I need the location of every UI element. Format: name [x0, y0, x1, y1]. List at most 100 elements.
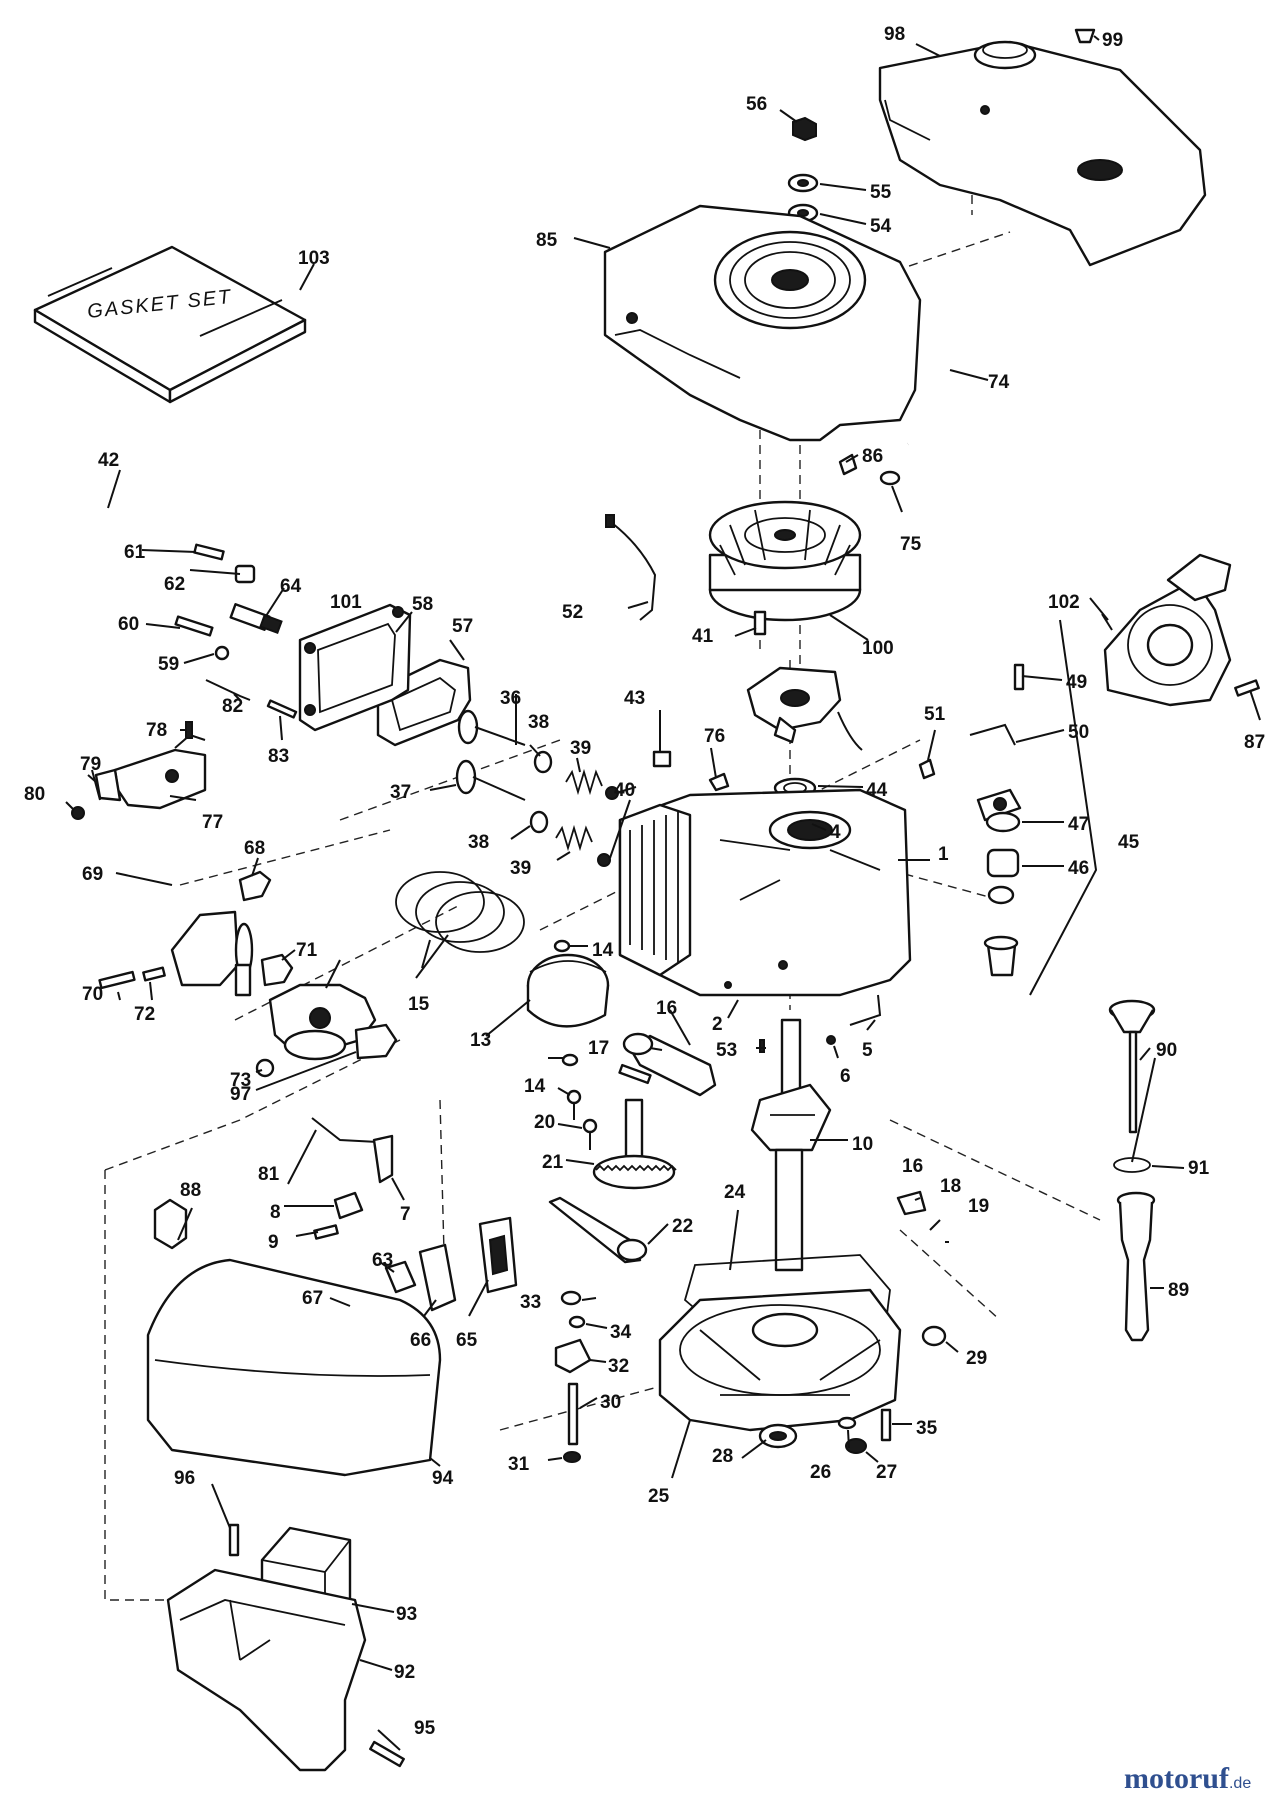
crankcase-base-25: [658, 1288, 902, 1432]
gasket-71-icon: [260, 953, 294, 987]
screw-35-icon: [880, 1408, 892, 1442]
callout-label: 93: [396, 1604, 417, 1625]
callout-label: 36: [500, 688, 521, 709]
gasket-65-icon: [478, 1216, 518, 1294]
screw-17-icon: [618, 1063, 652, 1085]
callout-label: 102: [1048, 592, 1080, 613]
control-bracket-77: [94, 733, 207, 810]
screw-41-icon: [753, 610, 767, 636]
callout-label: 8: [270, 1202, 281, 1223]
flywheel: [708, 500, 862, 622]
flange-45-icon: [976, 788, 1022, 822]
callout-label: 54: [870, 216, 892, 237]
callout-label: 33: [520, 1292, 541, 1313]
callout-label: 51: [924, 704, 946, 725]
callout-label: 79: [80, 754, 101, 775]
callout-label: 46: [1068, 858, 1089, 879]
callout-label: 38: [528, 712, 549, 733]
gasket-97-icon: [354, 1023, 398, 1060]
screw-80-icon: [71, 806, 85, 820]
callout-label: 4: [830, 822, 841, 843]
callout-label: 80: [24, 784, 45, 805]
callout-label: 47: [1068, 814, 1089, 835]
callout-label: 67: [302, 1288, 323, 1309]
callout-label: 63: [372, 1250, 393, 1271]
gasket-68-icon: [238, 870, 272, 902]
callout-label: 69: [82, 864, 103, 885]
screw-61-icon: [193, 543, 225, 561]
connecting-rod-16: [622, 1032, 717, 1097]
callout-label: 39: [570, 738, 591, 759]
callout-label: 78: [146, 720, 167, 741]
callout-label: 9: [268, 1232, 279, 1253]
gasket-88-icon: [153, 1198, 188, 1250]
callout-label: 81: [258, 1164, 280, 1185]
hose-clamp-75-icon: [879, 470, 901, 486]
carburetor-101: [268, 983, 377, 1061]
kill-wire-52: [605, 514, 657, 621]
seal-47-icon: [985, 811, 1021, 833]
callout-label: 29: [966, 1348, 987, 1369]
callout-label: 56: [746, 94, 767, 115]
watermark-name: motoruf: [1124, 1762, 1230, 1795]
callout-label: 55: [870, 182, 892, 203]
washer-55-icon: [787, 173, 819, 193]
tube-50: [969, 723, 1016, 746]
adapter-45-icon: [983, 935, 1019, 977]
link-81: [311, 1117, 379, 1143]
callout-label: 103: [298, 248, 330, 269]
callout-label: 94: [432, 1468, 454, 1489]
callout-label: 64: [280, 576, 302, 597]
valve-spring-39a-icon: [565, 768, 603, 796]
screw-60-icon: [174, 615, 214, 637]
recoil-starter-102: [1103, 553, 1232, 707]
bracket-7: [372, 1134, 394, 1184]
dipstick-90: [1108, 999, 1156, 1134]
clamp-8-icon: [333, 1191, 364, 1220]
callout-label: 100: [862, 638, 894, 659]
callout-label: 61: [124, 542, 146, 563]
callout-label: 14: [524, 1076, 546, 1097]
screw-49-icon: [1013, 663, 1025, 691]
nut-56-icon: [792, 116, 817, 142]
callout-label: 91: [1188, 1158, 1210, 1179]
callout-leaders: [65, 35, 1261, 1751]
oil-seal-28-icon: [758, 1423, 798, 1449]
plug-27-icon: [845, 1438, 867, 1454]
clip-14b-icon: [561, 1053, 579, 1067]
callout-label: 82: [222, 696, 243, 717]
callout-label: 43: [624, 688, 645, 709]
callout-label: 18: [940, 1176, 961, 1197]
cam-gear-21: [592, 1098, 677, 1190]
screw-72-icon: [142, 966, 166, 982]
callout-label: 58: [412, 594, 433, 615]
callout-label: 35: [916, 1418, 938, 1439]
callout-label: 90: [1156, 1040, 1177, 1061]
callout-label: 16: [656, 998, 677, 1019]
muffler-66-icon: [418, 1243, 457, 1312]
gasket-set-box: GASKET SET: [33, 245, 307, 404]
plug-29-icon: [921, 1325, 947, 1347]
grommet-46-icon: [986, 848, 1020, 878]
callout-label: 37: [390, 782, 411, 803]
cylinder-block: [618, 788, 912, 997]
callout-label: 98: [884, 24, 905, 45]
callout-label: 77: [202, 812, 223, 833]
callout-label: 17: [588, 1038, 609, 1059]
callout-label: 85: [536, 230, 558, 251]
valve-spring-39b-icon: [555, 824, 593, 852]
fuel-line-74: [907, 310, 968, 446]
callout-label: 39: [510, 858, 531, 879]
callout-label: 101: [330, 592, 362, 613]
shaft-30-icon: [567, 1382, 579, 1446]
callout-label: 42: [98, 450, 119, 471]
callout-label: 53: [716, 1040, 737, 1061]
callout-label: 28: [712, 1446, 733, 1467]
wire-82-icon: [205, 679, 251, 701]
callout-label: 50: [1068, 722, 1089, 743]
callout-labels: 1 2 4 5 6 7 8 9 10 13 14 14 15 16 16 17 …: [24, 24, 1265, 1739]
washer-31-icon: [563, 1451, 581, 1463]
crankshaft-10: [750, 1018, 832, 1272]
washer-26-icon: [837, 1416, 857, 1430]
